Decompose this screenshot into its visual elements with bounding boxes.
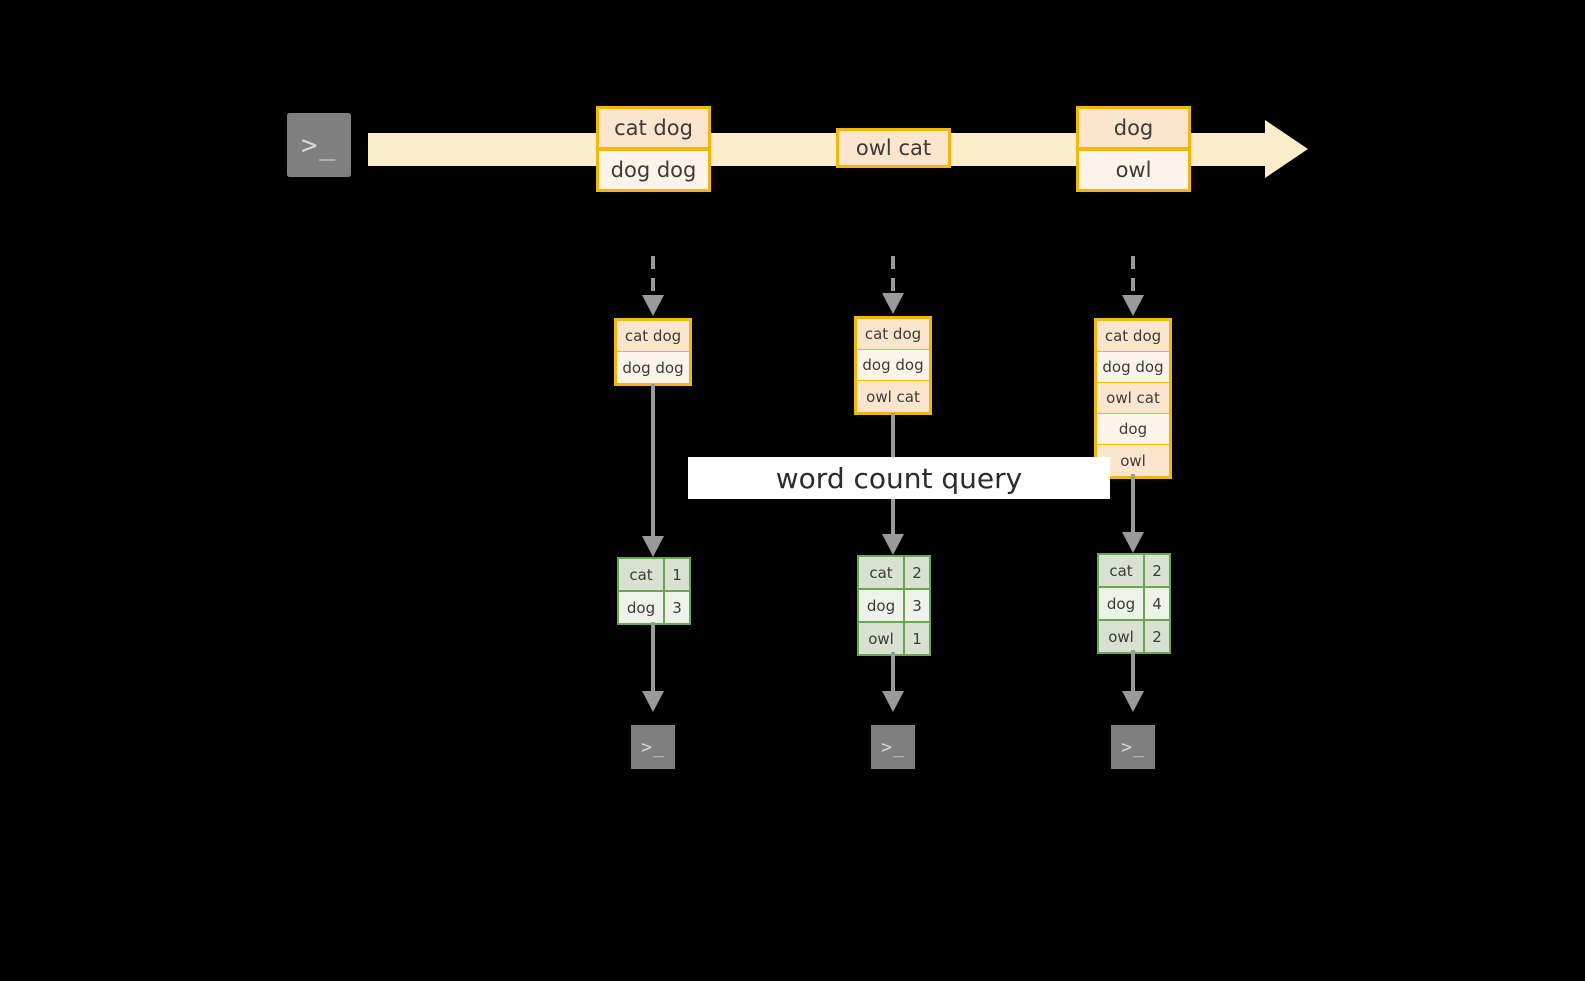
terminal-prompt-glyph: >_ bbox=[1121, 736, 1145, 758]
sink-terminal-icon-3[interactable]: >_ bbox=[1102, 716, 1164, 778]
source-terminal-icon[interactable]: >_ bbox=[278, 104, 360, 186]
query-connector-arrowhead-2 bbox=[882, 534, 904, 555]
input-row: owl cat bbox=[857, 381, 929, 412]
result-count: 1 bbox=[665, 559, 689, 590]
sink-connector-arrowhead-1 bbox=[642, 691, 664, 712]
result-row: owl 2 bbox=[1099, 621, 1169, 652]
query-connector-3 bbox=[1131, 474, 1135, 546]
result-row: dog 3 bbox=[859, 590, 929, 623]
result-word: dog bbox=[619, 592, 665, 623]
result-word: owl bbox=[859, 623, 905, 654]
result-count: 2 bbox=[1145, 621, 1169, 652]
result-count: 2 bbox=[1145, 555, 1169, 586]
terminal-prompt-glyph: >_ bbox=[881, 736, 905, 758]
result-row: cat 2 bbox=[859, 557, 929, 590]
trigger-connector-dashed bbox=[891, 256, 895, 298]
query-connector-1 bbox=[651, 384, 655, 550]
sink-connector-arrowhead-3 bbox=[1122, 691, 1144, 712]
input-row: cat dog bbox=[857, 319, 929, 350]
stream-record-line: cat dog bbox=[596, 106, 711, 150]
sink-connector-3 bbox=[1131, 650, 1135, 700]
stream-record-line: owl bbox=[1076, 148, 1191, 192]
result-row: dog 4 bbox=[1099, 588, 1169, 621]
input-table-1: cat dog dog dog bbox=[614, 318, 692, 386]
terminal-prompt-glyph: >_ bbox=[641, 736, 665, 758]
query-label: word count query bbox=[688, 457, 1110, 499]
stream-record-line: dog bbox=[1076, 106, 1191, 150]
result-row: cat 2 bbox=[1099, 555, 1169, 588]
trigger-connector-dashed bbox=[651, 256, 655, 298]
sink-terminal-icon-1[interactable]: >_ bbox=[622, 716, 684, 778]
result-word: owl bbox=[1099, 621, 1145, 652]
result-row: dog 3 bbox=[619, 592, 689, 623]
input-row: dog dog bbox=[617, 352, 689, 383]
result-word: dog bbox=[1099, 588, 1145, 619]
input-row: owl cat bbox=[1097, 383, 1169, 414]
result-table-3: cat 2 dog 4 owl 2 bbox=[1097, 553, 1171, 654]
sink-connector-arrowhead-2 bbox=[882, 691, 904, 712]
result-table-2: cat 2 dog 3 owl 1 bbox=[857, 555, 931, 656]
query-connector-arrowhead-1 bbox=[642, 536, 664, 557]
input-row: dog dog bbox=[857, 350, 929, 381]
query-connector-arrowhead-3 bbox=[1122, 532, 1144, 553]
result-table-1: cat 1 dog 3 bbox=[617, 557, 691, 625]
input-row: cat dog bbox=[1097, 321, 1169, 352]
result-word: cat bbox=[619, 559, 665, 590]
result-count: 3 bbox=[905, 590, 929, 621]
result-count: 4 bbox=[1145, 588, 1169, 619]
stream-record-line: owl cat bbox=[836, 128, 951, 168]
result-row: owl 1 bbox=[859, 623, 929, 654]
terminal-prompt-glyph: >_ bbox=[301, 129, 337, 161]
input-row: cat dog bbox=[617, 321, 689, 352]
trigger-connector-dashed bbox=[1131, 256, 1135, 298]
input-table-2: cat dog dog dog owl cat bbox=[854, 316, 932, 415]
trigger-connector-arrowhead bbox=[1122, 295, 1144, 316]
input-row: dog bbox=[1097, 414, 1169, 445]
input-row: dog dog bbox=[1097, 352, 1169, 383]
result-row: cat 1 bbox=[619, 559, 689, 592]
input-table-3: cat dog dog dog owl cat dog owl bbox=[1094, 318, 1172, 479]
result-word: dog bbox=[859, 590, 905, 621]
result-count: 2 bbox=[905, 557, 929, 588]
result-word: cat bbox=[859, 557, 905, 588]
result-count: 3 bbox=[665, 592, 689, 623]
stream-arrow-head bbox=[1265, 120, 1308, 178]
trigger-connector-arrowhead bbox=[642, 295, 664, 316]
trigger-connector-arrowhead bbox=[882, 293, 904, 314]
stream-record-line: dog dog bbox=[596, 148, 711, 192]
sink-connector-1 bbox=[651, 622, 655, 700]
sink-terminal-icon-2[interactable]: >_ bbox=[862, 716, 924, 778]
sink-connector-2 bbox=[891, 652, 895, 700]
result-count: 1 bbox=[905, 623, 929, 654]
result-word: cat bbox=[1099, 555, 1145, 586]
